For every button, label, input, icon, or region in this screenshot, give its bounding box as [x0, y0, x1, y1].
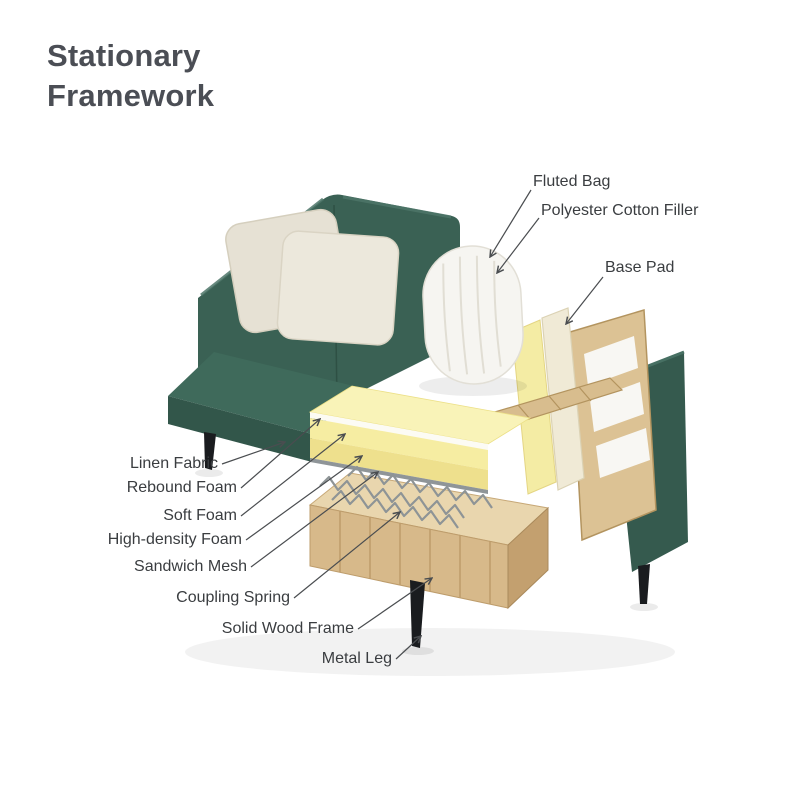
page-title-line2: Framework — [47, 77, 215, 113]
leader-polyester-cotton-filler — [497, 217, 540, 273]
wood-base-frame — [308, 472, 550, 610]
page-title-line1: Stationary — [47, 38, 201, 73]
leader-high-density-foam — [245, 456, 362, 541]
leader-solid-wood-frame — [357, 578, 432, 630]
ground-shadow — [185, 628, 675, 676]
leader-base-pad — [566, 276, 604, 324]
fluted-bag-cushion — [419, 245, 527, 396]
throw-pillows — [225, 208, 400, 346]
leader-sandwich-mesh — [250, 472, 378, 568]
leader-lines — [221, 189, 604, 660]
label-metal-leg: Metal Leg — [321, 650, 392, 667]
label-high-density-foam: High-density Foam — [107, 531, 242, 548]
leader-rebound-foam — [240, 419, 320, 489]
label-soft-foam: Soft Foam — [163, 507, 237, 524]
metal-legs — [195, 432, 658, 655]
leader-linen-fabric — [221, 442, 285, 465]
label-solid-wood-frame: Solid Wood Frame — [221, 620, 354, 637]
armrest-wood-frame — [569, 309, 657, 542]
label-sandwich-mesh: Sandwich Mesh — [134, 558, 247, 575]
leader-fluted-bag — [490, 189, 532, 257]
label-rebound-foam: Rebound Foam — [126, 479, 237, 496]
label-linen-fabric: Linen Fabric — [129, 455, 218, 472]
label-coupling-spring: Coupling Spring — [176, 589, 290, 606]
page-title: Stationary Framework — [47, 36, 214, 115]
label-base-pad: Base Pad — [605, 259, 675, 276]
leader-soft-foam — [240, 434, 345, 517]
leader-coupling-spring — [293, 512, 400, 599]
label-fluted-bag: Fluted Bag — [533, 173, 611, 190]
foam-layers — [308, 385, 532, 494]
leader-metal-leg — [395, 636, 421, 660]
label-polyester-cotton-filler: Polyester Cotton Filler — [541, 202, 699, 219]
